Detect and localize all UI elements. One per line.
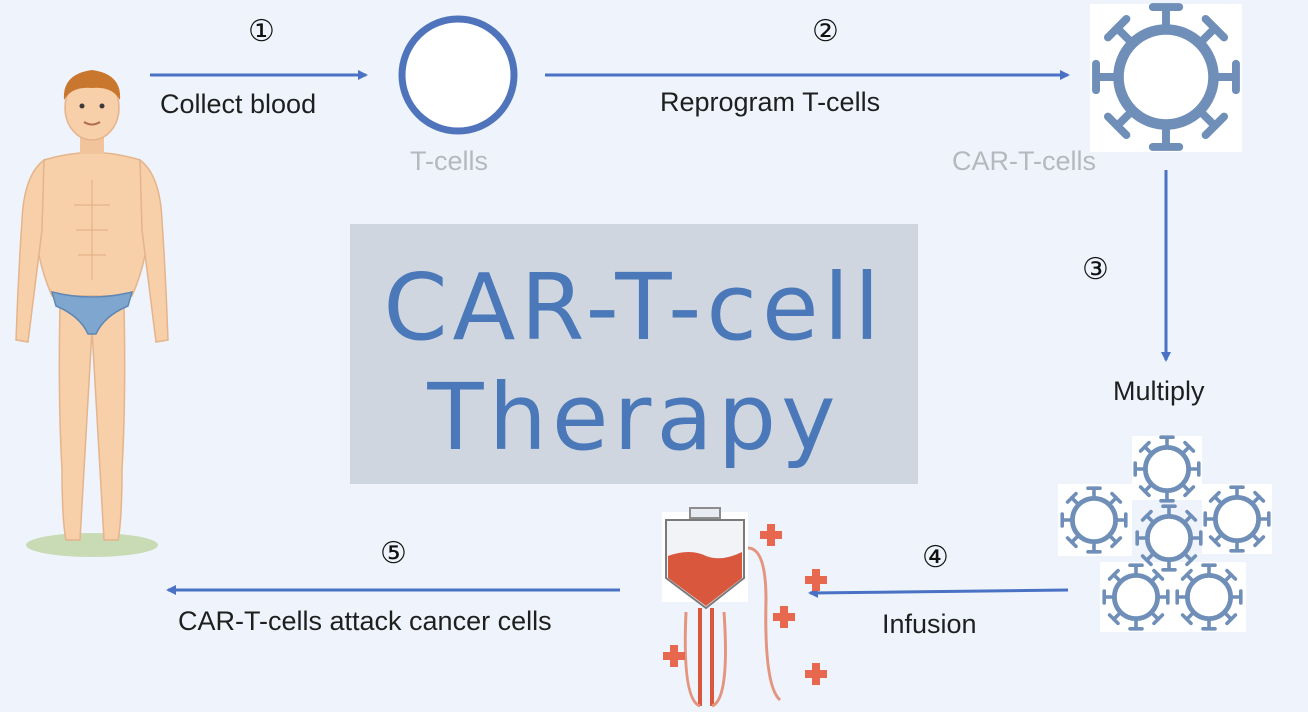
car-t-cell-label: CAR-T-cells	[952, 146, 1097, 176]
step-1-number: ①	[248, 14, 275, 49]
title-panel: CAR-T-cell Therapy	[350, 224, 918, 484]
step-5-number: ⑤	[380, 536, 407, 571]
step-2-number: ②	[812, 14, 839, 49]
human-figure-icon	[15, 70, 169, 557]
title-line-1: CAR-T-cell	[383, 254, 885, 361]
arrow-step-4	[808, 587, 1069, 598]
car-t-cell-cluster-icon	[1058, 436, 1272, 632]
car-t-cell-icon	[1090, 4, 1242, 152]
step-4-label: Infusion	[882, 609, 977, 639]
step-3-label: Multiply	[1113, 376, 1205, 406]
step-4-number: ④	[922, 540, 949, 575]
t-cell-label: T-cells	[410, 146, 489, 176]
title-line-2: Therapy	[427, 364, 841, 471]
step-1-label: Collect blood	[160, 89, 317, 119]
step-5-label: CAR-T-cells attack cancer cells	[178, 606, 552, 636]
step-3-number: ③	[1082, 252, 1109, 287]
iv-blood-bag-icon	[662, 507, 782, 708]
t-cell-icon	[398, 15, 518, 135]
step-2-label: Reprogram T-cells	[660, 87, 881, 117]
